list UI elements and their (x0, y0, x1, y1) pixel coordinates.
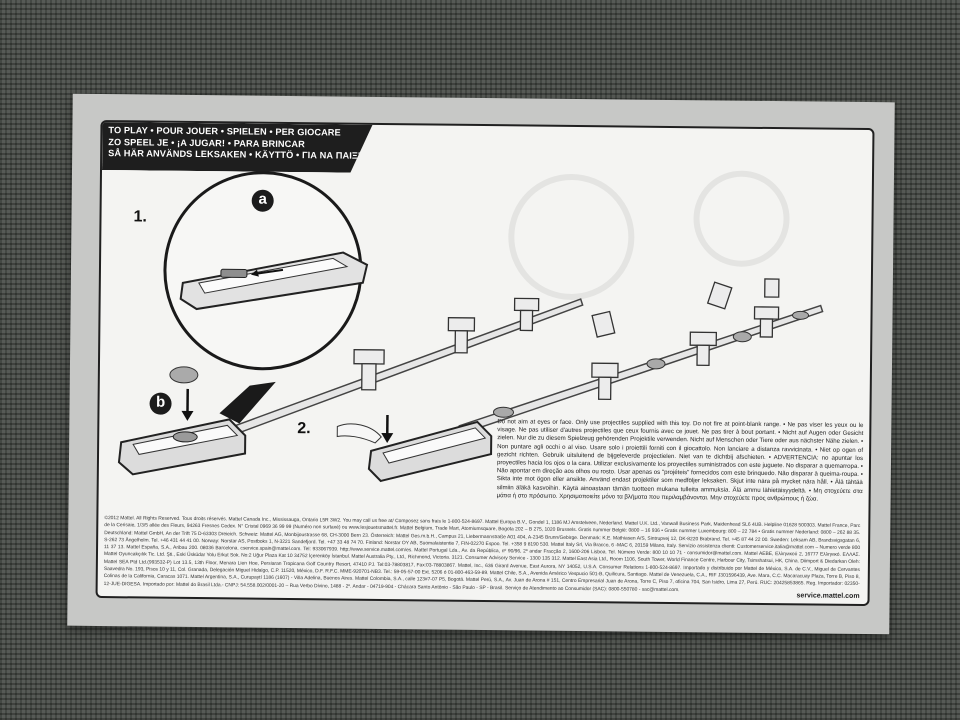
step2-projectiles (492, 310, 810, 418)
play-illustration (117, 170, 824, 483)
projectile-b (169, 366, 199, 421)
callout-b-badge: b (149, 392, 172, 415)
step-2-label: 2. (297, 420, 311, 438)
step1-launcher (117, 418, 247, 476)
to-play-header: TO PLAY • POUR JOUER • SPIELEN • PER GIO… (102, 122, 372, 173)
step2-launcher (336, 415, 493, 483)
header-line: SÅ HÄR ANVÄNDS LEKSAKEN • KÄYTTÖ • ΓΙΑ Ν… (108, 148, 377, 161)
instruction-panel: TO PLAY • POUR JOUER • SPIELEN • PER GIO… (95, 120, 875, 607)
website-link[interactable]: service.mattel.com (796, 592, 860, 600)
step1-pillars (353, 297, 540, 391)
safety-warning-text: Do not aim at eyes or face. Only use pro… (496, 418, 864, 503)
callout-a-badge: a (251, 189, 274, 212)
legal-text: ©2012 Mattel. All Rights Reserved. Tous … (103, 516, 861, 593)
step2-pillars (591, 278, 780, 401)
instruction-sheet: TO PLAY • POUR JOUER • SPIELEN • PER GIO… (67, 93, 895, 635)
detail-magnifier (163, 171, 369, 424)
step-1-label: 1. (133, 208, 147, 226)
background-watermark (508, 170, 790, 300)
